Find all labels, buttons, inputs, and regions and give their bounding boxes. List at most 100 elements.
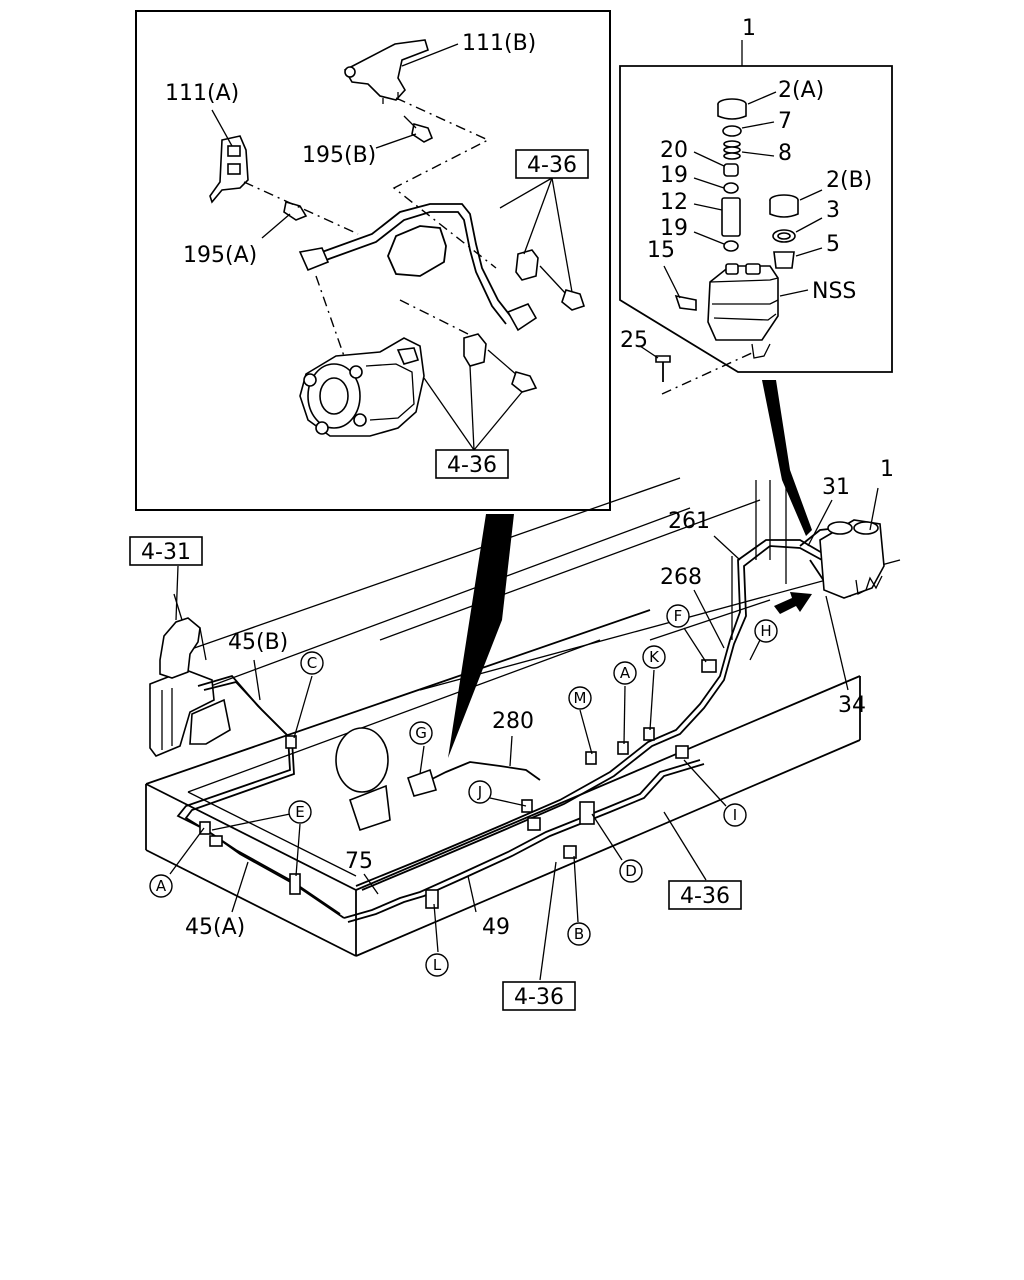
ref-box-436-d: 4-36 — [502, 981, 576, 1011]
label-15: 15 — [647, 238, 675, 263]
ring-19-lower — [693, 231, 739, 252]
filter-12 — [693, 197, 741, 237]
reservoir-tank — [707, 263, 809, 359]
label-25: 25 — [620, 328, 648, 353]
pressure-pipe — [298, 203, 538, 332]
callout-f: F — [666, 604, 690, 628]
label-20: 20 — [660, 138, 688, 163]
ref-box-436-c: 4-36 — [668, 880, 742, 910]
ref-text-431: 4-31 — [141, 540, 191, 565]
pump-detail-inset: 4-36 4-36 — [135, 10, 611, 511]
callout-h: H — [754, 619, 778, 643]
chassis-main-view: 4-31 4-36 4-36 — [129, 477, 901, 1011]
label-195b: 195(B) — [302, 143, 376, 168]
engine-mount — [149, 669, 231, 757]
ref-text-436-c: 4-36 — [680, 884, 730, 909]
pipe-268 — [361, 545, 823, 891]
leader-wedge-reservoir — [762, 380, 812, 536]
label-8: 8 — [778, 141, 792, 166]
seal-3 — [772, 217, 823, 243]
callout-b-text: B — [574, 925, 584, 943]
reservoir-tank-main — [819, 519, 885, 599]
callout-l: L — [425, 953, 449, 977]
bracket-111b — [343, 39, 429, 104]
cap-2a — [717, 91, 777, 120]
label-7: 7 — [778, 109, 792, 134]
label-111b: 111(B) — [462, 31, 536, 56]
label-111a: 111(A) — [165, 81, 239, 106]
label-12: 12 — [660, 190, 688, 215]
leader-lines — [169, 487, 879, 981]
cap-2b — [769, 189, 823, 218]
ref-text-436-a: 4-36 — [527, 153, 577, 178]
bolt-25 — [639, 345, 671, 382]
callout-g: G — [409, 721, 433, 745]
label-45b: 45(B) — [228, 630, 288, 655]
callout-i: I — [723, 803, 747, 827]
clip-lower — [463, 333, 538, 393]
bracket-111a — [209, 135, 249, 204]
label-268: 268 — [660, 565, 702, 590]
label-261: 261 — [668, 509, 710, 534]
ref-text-436-d: 4-36 — [514, 985, 564, 1010]
callout-l-text: L — [433, 956, 442, 974]
seal-7 — [722, 121, 775, 137]
bolt-195a — [261, 200, 308, 239]
bracket-15 — [663, 265, 697, 311]
label-5: 5 — [826, 232, 840, 257]
clamp-marks — [199, 659, 717, 909]
callout-d-text: D — [625, 862, 637, 880]
pipe-75 — [343, 759, 701, 919]
direction-arrow-icon — [774, 592, 812, 614]
label-75: 75 — [345, 849, 373, 874]
callout-i-text: I — [733, 806, 737, 824]
label-1-mid: 1 — [880, 457, 894, 482]
label-49: 49 — [482, 915, 510, 940]
label-2a: 2(A) — [778, 78, 824, 103]
label-195a: 195(A) — [183, 243, 257, 268]
callout-m: M — [568, 686, 592, 710]
pipe-261 — [355, 539, 825, 887]
power-steering-pump — [299, 337, 425, 437]
callout-a-bottom-text: A — [156, 877, 167, 895]
callout-k: K — [642, 645, 666, 669]
spring-8 — [723, 140, 775, 160]
callout-h-text: H — [760, 622, 771, 640]
callout-a-bottom: A — [149, 874, 173, 898]
clip-upper — [515, 249, 586, 311]
callout-j-text: J — [477, 783, 482, 801]
callout-letters: C F H K A M G J I E D A B L — [149, 604, 778, 977]
ref-box-436-a: 4-36 — [515, 149, 589, 179]
bolt-195b — [403, 115, 434, 143]
ring-19-upper — [693, 177, 739, 194]
part-labels: 111(B) 111(A) 195(B) 195(A) 1 2(A) 7 8 2… — [165, 16, 894, 940]
callout-b: B — [567, 922, 591, 946]
part-20 — [693, 151, 739, 177]
callout-e-text: E — [295, 803, 304, 821]
label-1-top: 1 — [742, 16, 756, 41]
callout-m-text: M — [574, 689, 587, 707]
label-19-lower: 19 — [660, 216, 688, 241]
label-nss: NSS — [812, 279, 856, 304]
leader-wedge-pump — [448, 514, 514, 758]
callout-f-text: F — [674, 607, 683, 625]
reservoir-detail-inset — [619, 40, 893, 395]
label-19-upper: 19 — [660, 163, 688, 188]
label-2b: 2(B) — [826, 168, 872, 193]
callout-g-text: G — [415, 724, 427, 742]
ref-box-431: 4-31 — [129, 536, 203, 566]
hand-pointer-icon — [159, 593, 207, 679]
pipe-45a — [184, 680, 345, 919]
wheel-hub — [335, 727, 391, 832]
callout-d: D — [619, 859, 643, 883]
ref-box-436-b: 4-36 — [435, 449, 509, 479]
callout-c: C — [300, 651, 324, 675]
callout-k-text: K — [649, 648, 660, 666]
callout-a-top: A — [613, 661, 637, 685]
pipe-49 — [347, 763, 705, 923]
callout-a-top-text: A — [620, 664, 631, 682]
hose-280 — [429, 761, 541, 781]
label-3: 3 — [826, 198, 840, 223]
